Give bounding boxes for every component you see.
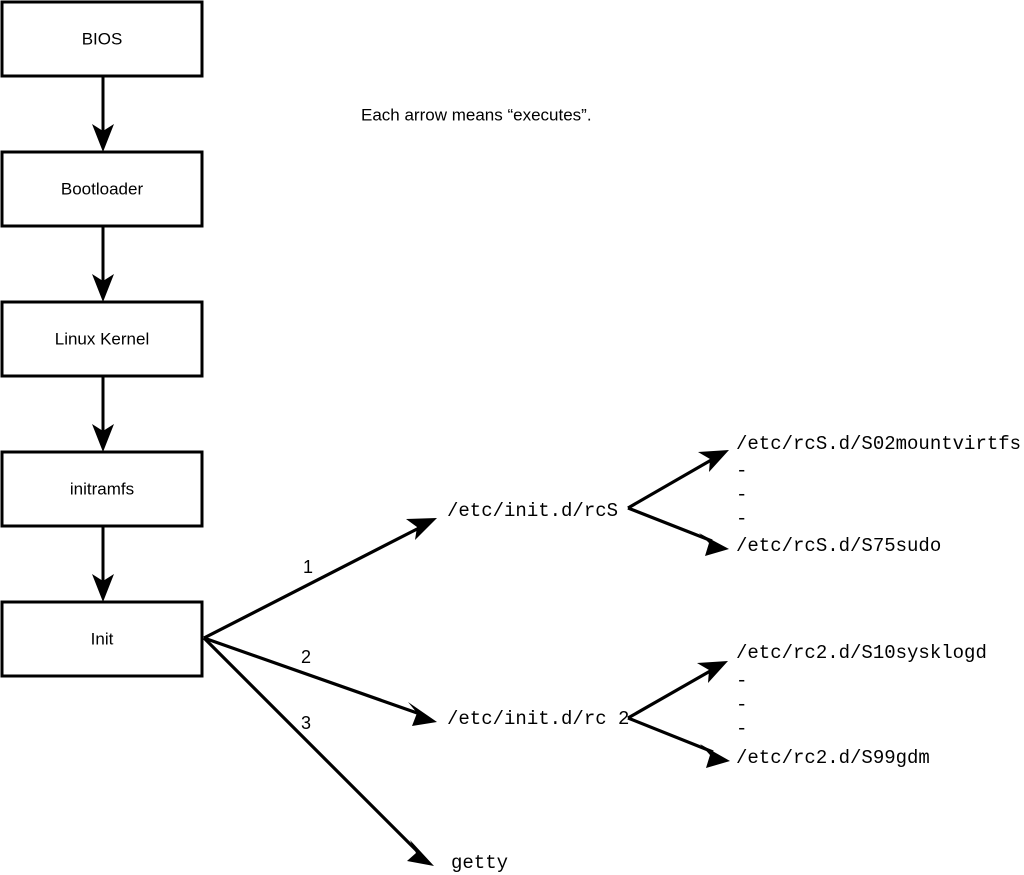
arrow-bios-to-bootloader xyxy=(92,76,114,152)
arrow-head-icon xyxy=(92,424,114,452)
label-rcs-first-script[interactable]: /etc/rcS.d/S02mountvirtfs xyxy=(736,433,1021,455)
arrow-head-icon xyxy=(406,518,437,540)
arrow-head-icon xyxy=(408,702,437,726)
node-init[interactable]: Init xyxy=(0,600,204,678)
label-getty[interactable]: getty xyxy=(451,852,508,874)
edge-number-2: 2 xyxy=(301,647,311,667)
node-linux-kernel[interactable]: Linux Kernel xyxy=(0,300,204,378)
node-bios[interactable]: BIOS xyxy=(0,0,204,78)
arrow-init-branch-3 xyxy=(202,636,434,866)
label-rc2-last-script[interactable]: /etc/rc2.d/S99gdm xyxy=(736,747,930,769)
arrow-head-icon xyxy=(698,450,729,472)
label-rcs-last-script[interactable]: /etc/rcS.d/S75sudo xyxy=(736,535,941,557)
arrow-head-icon xyxy=(697,661,728,683)
edge-number-3: 3 xyxy=(301,713,311,733)
arrow-head-icon xyxy=(92,574,114,602)
diagram-note: Each arrow means “executes”. xyxy=(361,105,592,124)
arrow-rcs-to-first-script xyxy=(627,450,729,510)
label-rc2-ellipsis-1: - xyxy=(736,670,747,692)
arrow-head-icon xyxy=(92,124,114,152)
node-init-label: Init xyxy=(91,629,114,648)
node-bootloader[interactable]: Bootloader xyxy=(0,150,204,228)
arrow-head-icon xyxy=(92,274,114,302)
node-bootloader-box xyxy=(0,150,204,228)
label-rcs-ellipsis-3: - xyxy=(736,508,747,530)
label-init-d-rcs[interactable]: /etc/init.d/rcS xyxy=(447,500,618,522)
node-bootloader-label: Bootloader xyxy=(61,179,144,198)
node-initramfs-label: initramfs xyxy=(70,479,134,498)
label-rc2-ellipsis-3: - xyxy=(736,718,747,740)
node-initramfs[interactable]: initramfs xyxy=(0,450,204,528)
node-bios-box xyxy=(0,0,204,78)
arrow-head-icon xyxy=(700,744,730,768)
node-initramfs-box xyxy=(0,450,204,528)
arrow-head-icon xyxy=(407,840,434,866)
label-init-d-rc2[interactable]: /etc/init.d/rc 2 xyxy=(447,708,629,730)
label-rc2-first-script[interactable]: /etc/rc2.d/S10sysklogd xyxy=(736,642,987,664)
node-init-box xyxy=(0,600,204,678)
arrow-head-icon xyxy=(699,533,729,556)
node-linux-kernel-label: Linux Kernel xyxy=(55,329,150,348)
label-rcs-ellipsis-2: - xyxy=(736,484,747,506)
edge-number-1: 1 xyxy=(303,557,313,577)
arrow-kernel-to-initramfs xyxy=(92,376,114,452)
label-rcs-ellipsis-1: - xyxy=(736,460,747,482)
arrow-init-branch-2 xyxy=(203,636,437,726)
arrow-initramfs-to-init xyxy=(92,526,114,602)
label-rc2-ellipsis-2: - xyxy=(736,694,747,716)
arrow-rc2-to-first-script xyxy=(627,661,728,720)
arrow-init-branch-1 xyxy=(203,518,437,640)
arrow-rc2-to-last-script xyxy=(627,716,730,768)
node-bios-label: BIOS xyxy=(82,29,123,48)
arrow-rcs-to-last-script xyxy=(627,506,729,556)
arrow-bootloader-to-kernel xyxy=(92,226,114,302)
